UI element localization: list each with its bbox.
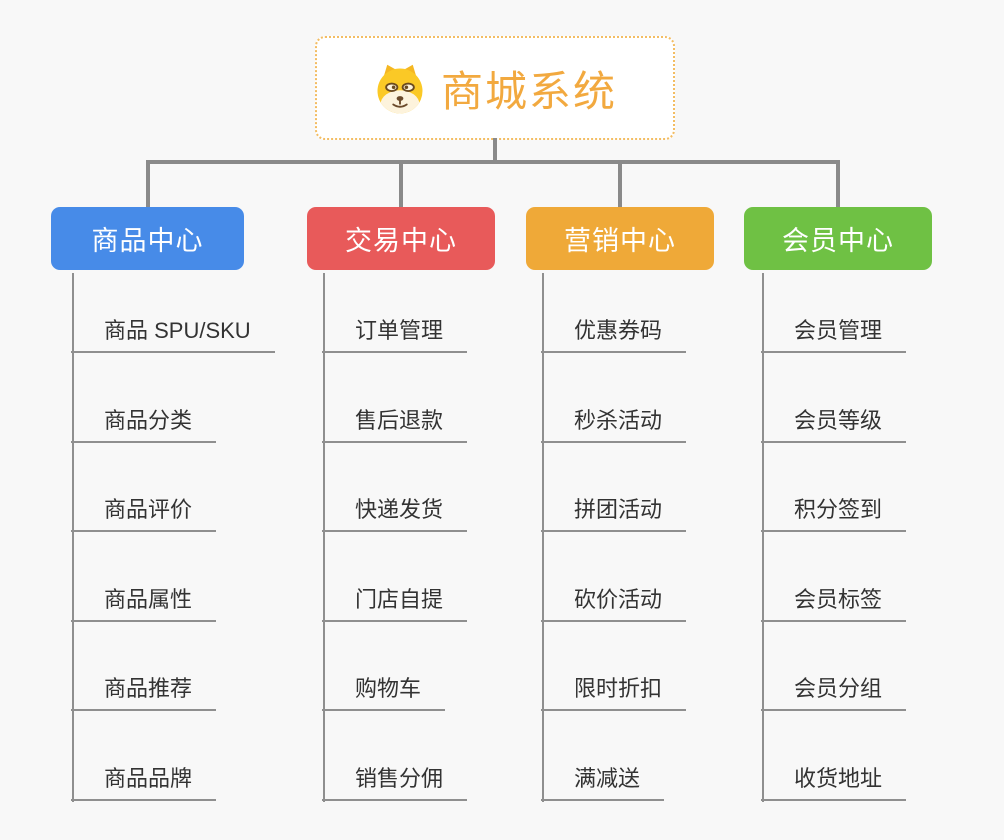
leaf-node[interactable]: 商品推荐 (71, 666, 217, 711)
leaf-node[interactable]: 会员分组 (761, 666, 907, 711)
leaf-node[interactable]: 拼团活动 (541, 487, 687, 532)
connector-spine-product (72, 273, 74, 802)
leaf-node[interactable]: 限时折扣 (541, 666, 687, 711)
leaf-node[interactable]: 砍价活动 (541, 577, 687, 622)
leaf-node[interactable]: 销售分佣 (322, 756, 468, 801)
connector-bus (146, 160, 840, 164)
leaf-node[interactable]: 会员标签 (761, 577, 907, 622)
leaf-node[interactable]: 订单管理 (322, 308, 468, 353)
leaf-node[interactable]: 会员等级 (761, 398, 907, 443)
leaf-node[interactable]: 商品属性 (71, 577, 217, 622)
leaf-node[interactable]: 购物车 (322, 666, 446, 711)
connector-drop-marketing (618, 160, 622, 208)
connector-spine-marketing (542, 273, 544, 802)
leaf-node[interactable]: 秒杀活动 (541, 398, 687, 443)
root-node[interactable]: 商城系统 (315, 36, 675, 140)
connector-drop-trade (399, 160, 403, 208)
connector-drop-product (146, 160, 150, 208)
branch-node-member-center[interactable]: 会员中心 (744, 207, 932, 270)
leaf-node[interactable]: 会员管理 (761, 308, 907, 353)
leaf-node[interactable]: 快递发货 (322, 487, 468, 532)
leaf-node[interactable]: 优惠券码 (541, 308, 687, 353)
connector-spine-member (762, 273, 764, 802)
branch-node-product-center[interactable]: 商品中心 (51, 207, 244, 270)
connector-spine-trade (323, 273, 325, 802)
leaf-node[interactable]: 商品品牌 (71, 756, 217, 801)
leaf-node[interactable]: 积分签到 (761, 487, 907, 532)
branch-node-trade-center[interactable]: 交易中心 (307, 207, 495, 270)
branch-node-marketing-center[interactable]: 营销中心 (526, 207, 714, 270)
dog-face-icon (373, 61, 427, 115)
root-title: 商城系统 (440, 67, 617, 115)
leaf-node[interactable]: 门店自提 (322, 577, 468, 622)
leaf-node[interactable]: 收货地址 (761, 756, 907, 801)
leaf-node[interactable]: 售后退款 (322, 398, 468, 443)
leaf-node[interactable]: 商品 SPU/SKU (71, 308, 275, 353)
leaf-node[interactable]: 商品分类 (71, 398, 217, 443)
leaf-node[interactable]: 满减送 (541, 756, 665, 801)
connector-drop-member (836, 160, 840, 208)
connector-root-stem (493, 138, 497, 162)
leaf-node[interactable]: 商品评价 (71, 487, 217, 532)
